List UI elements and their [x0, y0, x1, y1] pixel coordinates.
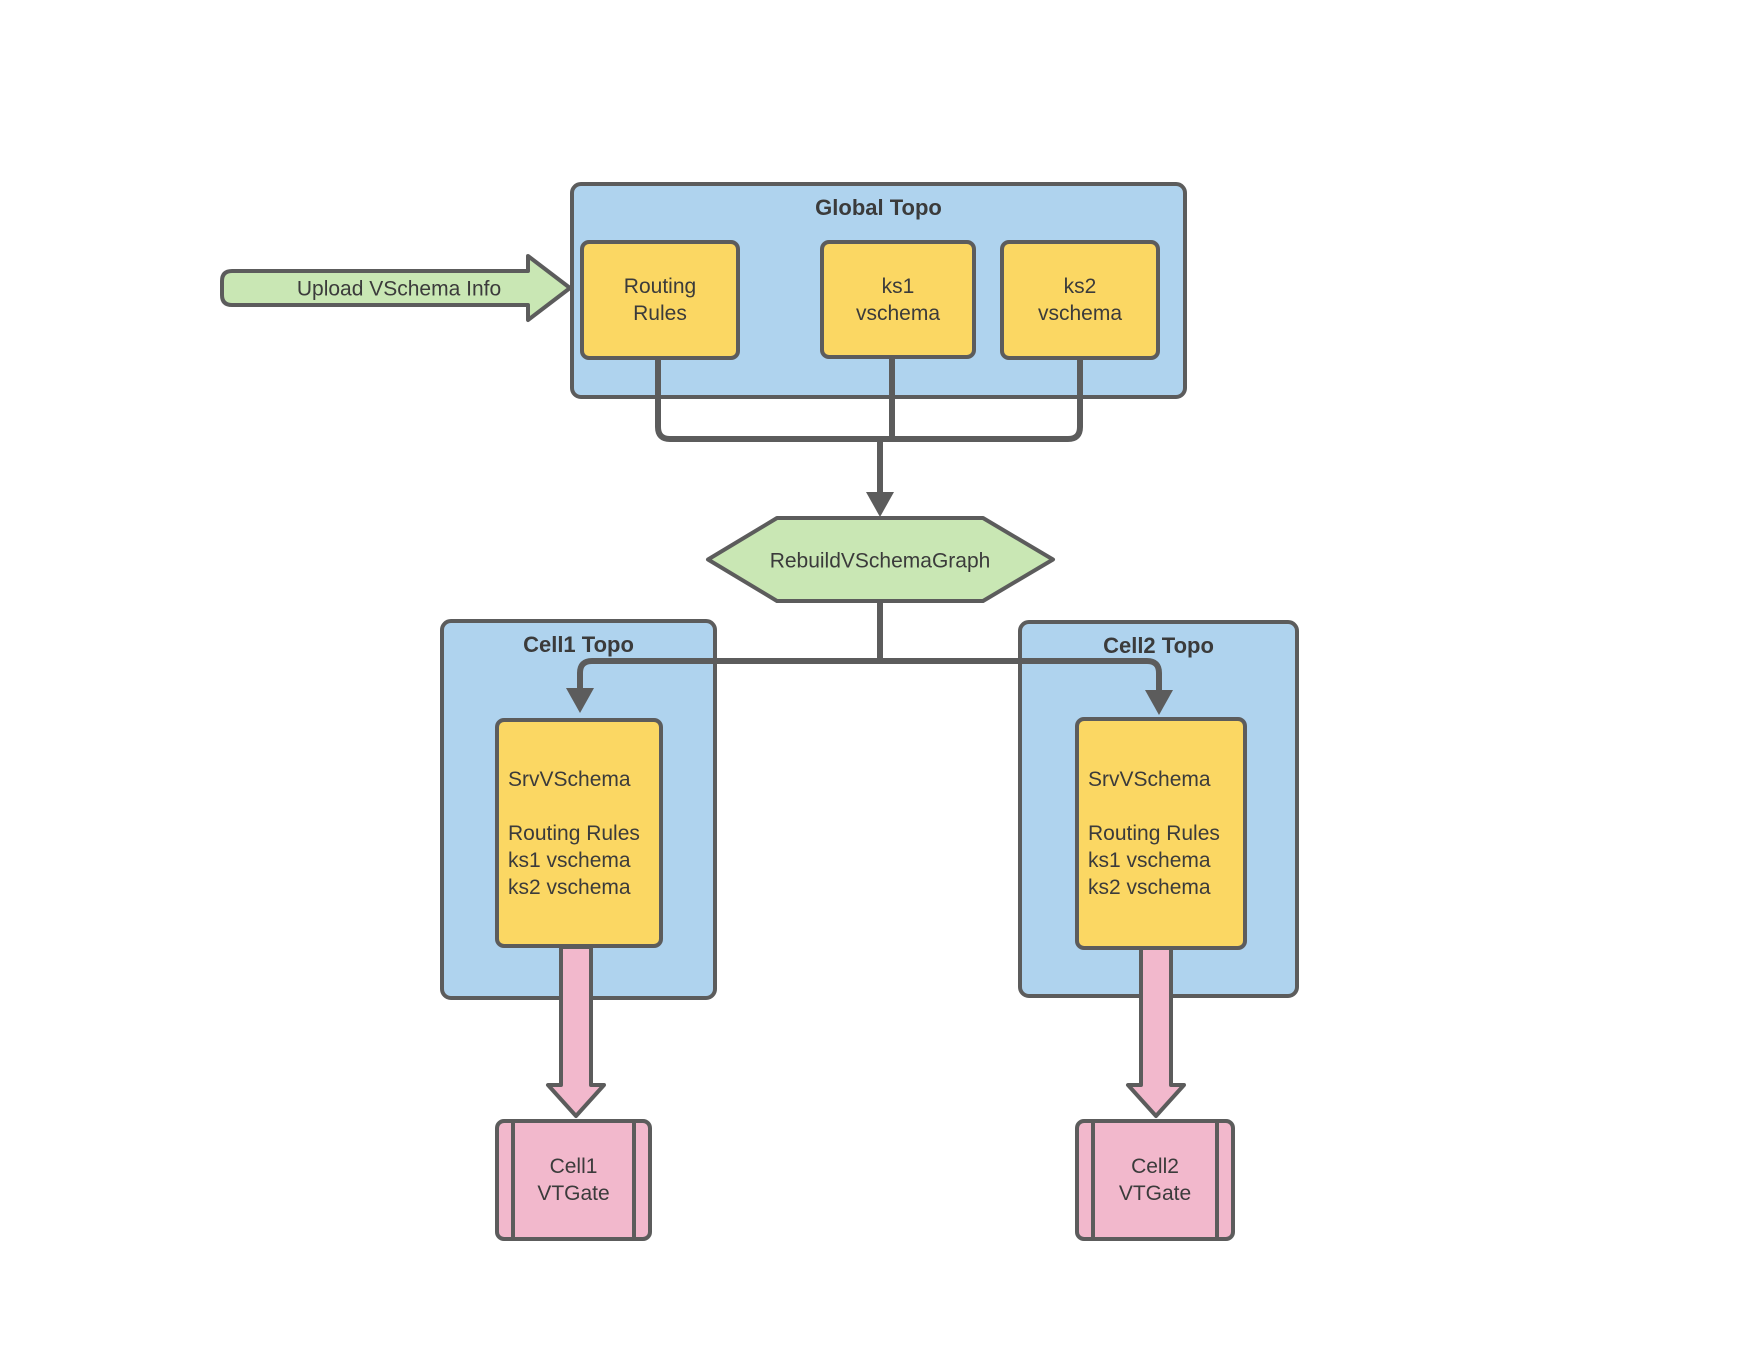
rebuild-vschemagraph-label: RebuildVSchemaGraph [770, 550, 991, 573]
ks1-vschema-label: ks1 vschema [855, 274, 941, 325]
arrowhead-down-icon [866, 492, 894, 517]
cell2-srvvschema-label: SrvVSchema Routing Rules ks1 vschema ks2… [1088, 768, 1220, 899]
vtgate-side-bar [511, 1123, 515, 1237]
cell2-topo-title: Cell2 Topo [1103, 633, 1214, 658]
cell1-vtgate-box: Cell1 VTGate [495, 1119, 652, 1241]
vtgate-side-bar [1215, 1123, 1219, 1237]
cell1-topo-title: Cell1 Topo [523, 632, 634, 657]
vtgate-side-bar [632, 1123, 636, 1237]
upload-arrow-shape [220, 254, 572, 322]
global-topo-title: Global Topo [815, 195, 942, 220]
cell2-srvvschema-box: SrvVSchema Routing Rules ks1 vschema ks2… [1075, 717, 1247, 950]
upload-arrow-label: Upload VSchema Info [297, 278, 501, 301]
ks1-vschema-box: ks1 vschema [820, 240, 976, 359]
cell2-vtgate-box: Cell2 VTGate [1075, 1119, 1235, 1241]
vtgate-side-bar [1091, 1123, 1095, 1237]
cell2-vtgate-label: Cell2 VTGate [1118, 1155, 1192, 1205]
ks2-vschema-label: ks2 vschema [1037, 275, 1123, 325]
routing-rules-label: Routing Rules [623, 275, 697, 325]
cell1-srvvschema-box: SrvVSchema Routing Rules ks1 vschema ks2… [495, 718, 663, 948]
cell1-srvvschema-label: SrvVSchema Routing Rules ks1 vschema ks2… [508, 767, 640, 899]
cell1-vtgate-label: Cell1 VTGate [537, 1155, 610, 1205]
routing-rules-box: Routing Rules [580, 240, 740, 360]
ks2-vschema-box: ks2 vschema [1000, 240, 1160, 360]
rebuild-vschemagraph-hexagon [706, 516, 1055, 603]
